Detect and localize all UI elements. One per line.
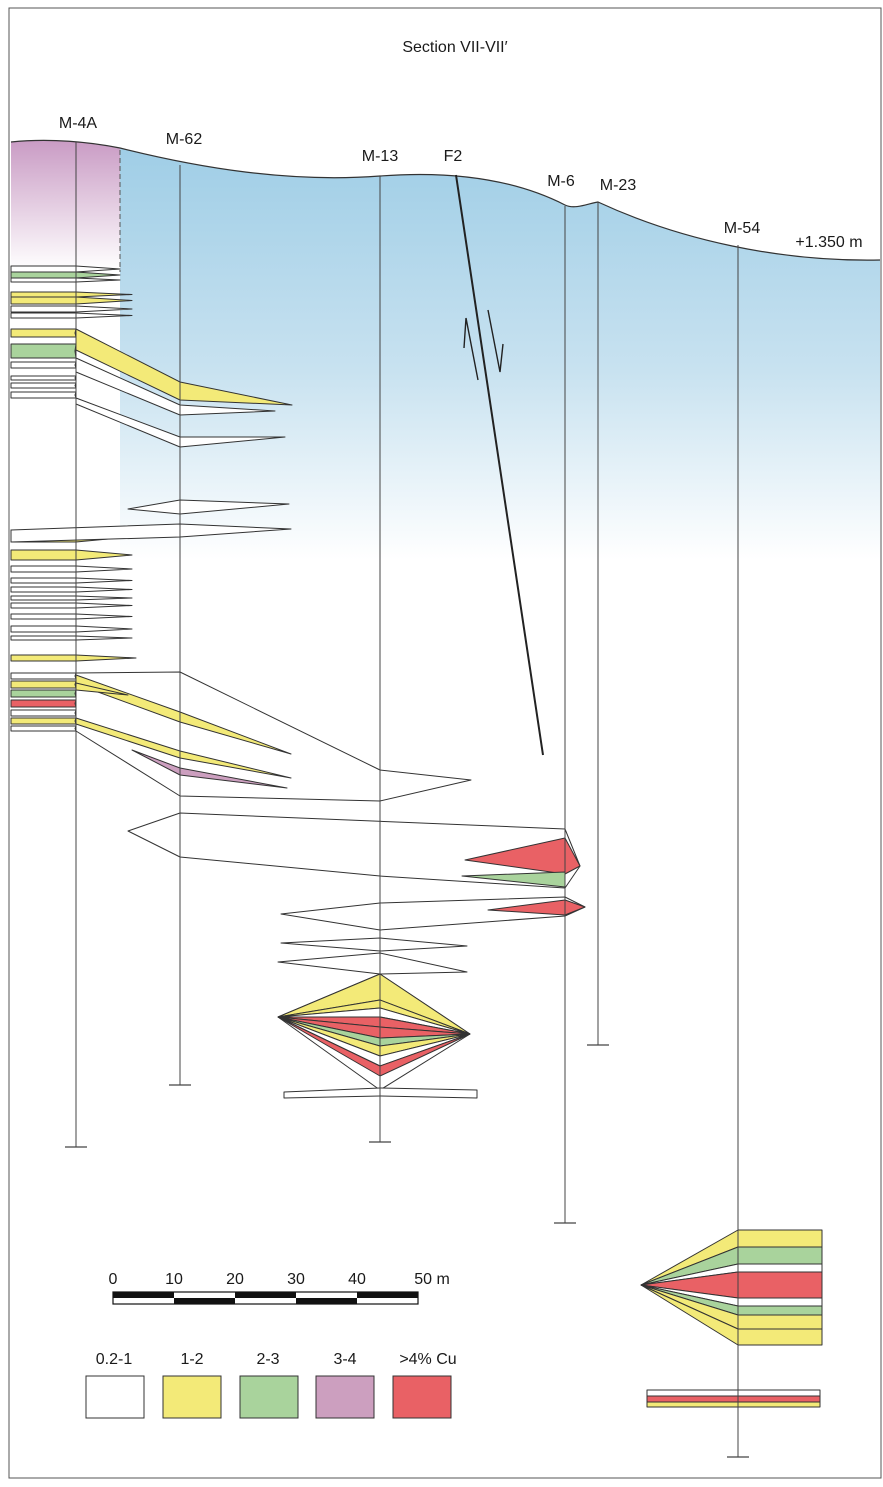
layer-band-m4a xyxy=(10,699,77,708)
ore-lens-purple xyxy=(131,749,288,789)
layer-band-m4a xyxy=(10,391,77,399)
legend-swatch-purple xyxy=(315,1375,375,1419)
layer-band-m4a xyxy=(10,602,133,609)
scale-tick-label: 30 xyxy=(287,1271,305,1288)
layer-band-m4a xyxy=(10,312,133,319)
layer-band-m4a xyxy=(10,586,133,593)
drillhole-label-m62: M-62 xyxy=(166,131,203,148)
layer-band-m4a xyxy=(10,577,133,584)
ore-body-m54-strip xyxy=(640,1284,823,1346)
drillhole-label-m4a: M-4A xyxy=(59,115,98,132)
layer-band-m4a xyxy=(10,654,137,662)
fault-line xyxy=(455,174,544,756)
grade-legend: 0.2-1 1-2 2-3 3-4 >4% Cu xyxy=(85,1351,457,1419)
layer-band-m4a xyxy=(10,717,77,725)
scale-tick-label: 20 xyxy=(226,1271,244,1288)
layer-band-m4a xyxy=(10,382,77,389)
ore-bodies xyxy=(10,265,823,1408)
ore-lens-yellow xyxy=(646,1401,821,1408)
layer-band-m4a xyxy=(10,595,133,601)
drillhole-label-m54: M-54 xyxy=(724,220,761,237)
legend-label: 2-3 xyxy=(256,1351,279,1368)
scale-bar: 0 10 20 30 40 50 m xyxy=(109,1271,450,1305)
layer-band-m4a xyxy=(10,565,133,573)
scale-tick-label: 40 xyxy=(348,1271,366,1288)
legend-label: 0.2-1 xyxy=(96,1351,133,1368)
layer-band-m4a xyxy=(10,343,77,359)
legend-label: 3-4 xyxy=(333,1351,356,1368)
ore-lens-white xyxy=(277,952,468,975)
layer-band-m4a xyxy=(10,271,121,279)
legend-label: >4% Cu xyxy=(399,1351,456,1368)
layer-band-m4a xyxy=(10,689,77,698)
drillhole-traces xyxy=(65,142,749,1458)
scale-tick-label: 10 xyxy=(165,1271,183,1288)
ore-lens-white xyxy=(646,1389,821,1397)
legend-swatch-yellow xyxy=(162,1375,222,1419)
ore-lens-white xyxy=(127,499,290,515)
drillhole-label-m13: M-13 xyxy=(362,148,399,165)
layer-band-m4a xyxy=(10,328,77,338)
ore-lens-red xyxy=(487,899,586,916)
legend-label: 1-2 xyxy=(180,1351,203,1368)
layer-band-m4a xyxy=(10,709,77,717)
layer-band-m4a xyxy=(10,265,121,273)
fault-label: F2 xyxy=(444,148,463,165)
scale-tick-label: 50 m xyxy=(414,1271,450,1288)
layer-band-m4a xyxy=(10,296,133,305)
ore-lens-red xyxy=(646,1395,821,1403)
topography-line xyxy=(10,139,881,261)
elevation-label: +1.350 m xyxy=(795,234,862,251)
layer-band-m4a xyxy=(10,375,77,381)
layer-band-m4a xyxy=(10,613,133,620)
drillhole-label-m23: M-23 xyxy=(600,177,637,194)
drillhole-label-m6: M-6 xyxy=(547,173,575,190)
layer-band-m4a xyxy=(10,672,77,680)
ore-lens-white xyxy=(10,523,292,543)
figure-border xyxy=(8,7,882,1479)
layer-band-m4a xyxy=(10,680,77,689)
ore-lens-red xyxy=(464,837,581,875)
legend-swatch-white xyxy=(85,1375,145,1419)
subsurface-background xyxy=(120,148,880,560)
ore-lens-white xyxy=(280,937,468,952)
layer-band-m4a xyxy=(10,725,77,732)
legend-swatch-red xyxy=(392,1375,452,1419)
layer-band-m4a xyxy=(10,549,133,561)
layer-band-m4a xyxy=(10,361,77,369)
oxidized-zone xyxy=(11,140,120,272)
layer-band-m4a xyxy=(10,625,133,633)
layer-band-m4a xyxy=(10,635,133,641)
section-title: Section VII-VII′ xyxy=(402,39,507,56)
layer-band-m4a xyxy=(10,291,133,298)
fault-slip-arrows xyxy=(463,309,504,381)
ore-lens-white xyxy=(127,812,581,889)
layer-band-m4a xyxy=(10,305,133,313)
layer-band-m4a xyxy=(10,277,121,283)
ore-body-diamond-strip xyxy=(277,1016,471,1077)
scale-tick-label: 0 xyxy=(109,1271,118,1288)
legend-swatch-green xyxy=(239,1375,299,1419)
